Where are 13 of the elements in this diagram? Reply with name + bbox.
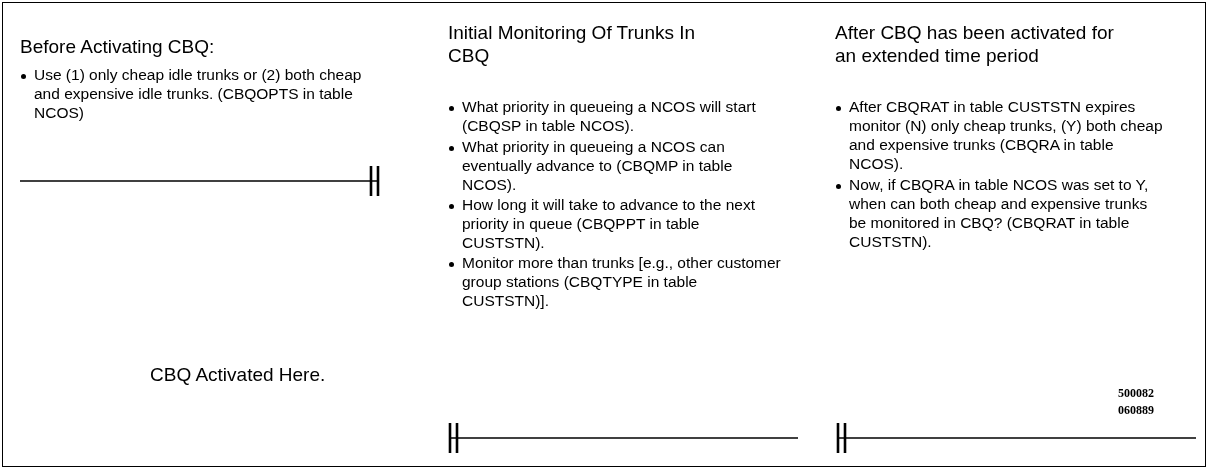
bullet-item: After CBQRAT in table CUSTSTN expires monitor (N) only cheap trunks, (Y) both cheap and expensive trunks (CBQRA in table NCOS).	[835, 98, 1169, 174]
figure-code: 500082	[1118, 386, 1154, 401]
heading: Before Activating CBQ:	[20, 36, 216, 59]
bullet-item: Use (1) only cheap idle trunks or (2) both cheap and expensive idle trunks. (CBQOPTS in table NCOS)	[20, 66, 374, 123]
bullet-item: Now, if CBQRA in table NCOS was set to Y, when can both cheap and expensive trunks be monitored in CBQ? (CBQRAT in table CUSTSTN).	[835, 176, 1159, 252]
bullet-item: How long it will take to advance to the next priority in queue (CBQPPT in table CUSTSTN).	[448, 196, 782, 253]
bullet-item: What priority in queueing a NCOS can eventually advance to (CBQMP in table NCOS).	[448, 138, 782, 195]
figure-code: 060889	[1118, 403, 1154, 418]
heading: After CBQ has been activated for an extended time period	[835, 22, 1115, 68]
heading: Initial Monitoring Of Trunks In CBQ	[448, 22, 697, 68]
bullet-item: What priority in queueing a NCOS will start (CBQSP in table NCOS).	[448, 98, 782, 136]
bullet-item: Monitor more than trunks [e.g., other customer group stations (CBQTYPE in table CUSTSTN)].	[448, 254, 782, 311]
milestone-label: CBQ Activated Here.	[150, 364, 327, 387]
